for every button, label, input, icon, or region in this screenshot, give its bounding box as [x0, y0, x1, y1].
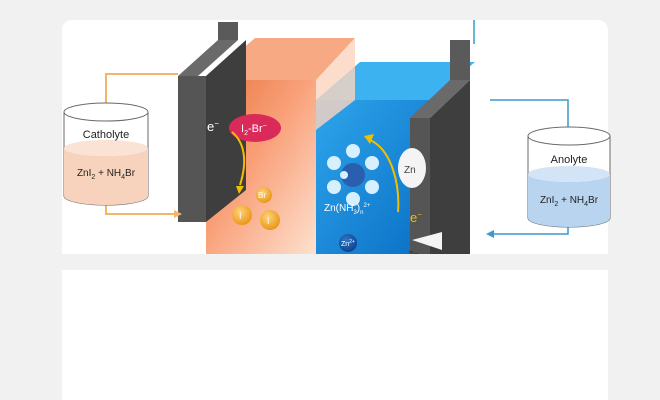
- anolyte-label: Anolyte: [551, 154, 588, 166]
- pipe-arrowhead: [174, 210, 182, 218]
- br-ion: [256, 187, 272, 203]
- anolyte-chamber: [316, 100, 430, 254]
- electron-label-right: e−: [410, 210, 422, 225]
- i-ion-left: [232, 205, 252, 225]
- right-electrode-side: [430, 80, 470, 254]
- ligand: [365, 156, 379, 170]
- anolyte-chamber-top: [316, 62, 475, 100]
- br-label: Br: [258, 191, 266, 200]
- ligand: [365, 180, 379, 194]
- ligand: [346, 144, 360, 158]
- zn-complex-label: Zn(NH3)n2+: [324, 203, 371, 216]
- zinc-deposit: [398, 148, 426, 188]
- left-electrode-tab: [218, 22, 238, 40]
- figure-card-bottom: [62, 270, 608, 400]
- right-electrode-top: [410, 80, 470, 118]
- pipe-anolyte-in: [490, 99, 569, 134]
- zn-partial-label: Zn: [408, 250, 419, 260]
- pipe-arrowhead: [486, 230, 494, 238]
- separator-membrane: [316, 38, 355, 130]
- zn-complex-center: [341, 163, 365, 187]
- electron-label: e−: [207, 119, 219, 134]
- i2br-label: I2-Br−: [241, 123, 267, 137]
- i2br-ion: [229, 114, 281, 142]
- electron-arrow-left: [231, 131, 246, 186]
- ligand: [327, 180, 341, 194]
- ligand: [346, 192, 360, 206]
- left-electrode: [178, 76, 206, 222]
- catholyte-label: Catholyte: [83, 129, 129, 141]
- ligand: [327, 156, 341, 170]
- electron-arrow-right: [369, 139, 400, 213]
- ligand: [340, 171, 348, 179]
- catholyte-formula: ZnI2 + NH4Br: [77, 168, 136, 181]
- i-ion-right: [260, 210, 280, 230]
- anolyte-formula: ZnI2 + NH4Br: [540, 195, 599, 208]
- electron-arrowhead-left: [236, 186, 244, 194]
- electron-arrowhead-right: [364, 134, 374, 144]
- left-electrode-top: [178, 40, 238, 76]
- right-electrode-tab: [450, 40, 470, 80]
- zn-label: Zn: [404, 165, 416, 176]
- zn2-label: Zn2+: [341, 239, 355, 248]
- anolyte-tank: Anolyte ZnI2 + NH4Br: [527, 126, 611, 228]
- catholyte-tank: Catholyte ZnI2 + NH4Br: [63, 102, 149, 206]
- i-label-left: I: [239, 211, 242, 221]
- i-label-right: I: [267, 216, 270, 226]
- left-electrode-side: [206, 40, 246, 222]
- pipe-catholyte-in: [105, 73, 178, 108]
- zn2-ion: [339, 234, 357, 252]
- zinc-deposit-2: [412, 232, 442, 250]
